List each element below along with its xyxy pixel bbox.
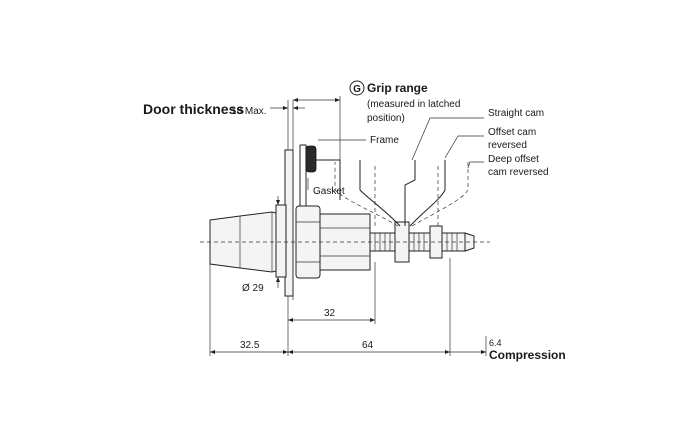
grip-note-line-2: position) [367,113,405,124]
grip-range-label: Grip range [367,81,428,95]
grip-badge: G [353,84,361,95]
grip-note-line-1: (measured in latched [367,99,460,110]
dim-door-thickness [270,106,305,110]
dim-bottom [210,336,487,356]
offset-cam-label-2: reversed [488,140,527,151]
grip-badge-icon [349,80,365,96]
dim-diameter [276,196,280,288]
frame-label: Frame [370,135,399,146]
diameter-label: Ø 29 [242,283,264,294]
door-thickness-label: Door thickness [143,101,244,117]
offset-cam-label-1: Offset cam [488,127,536,138]
gasket [305,145,317,173]
compression-label: Compression [489,348,566,362]
deep-offset-label-1: Deep offset [488,154,539,165]
door-max-label: 18 Max. [231,106,267,117]
dim-32-label: 32 [324,308,336,319]
dim-32-5-label: 32.5 [240,340,260,351]
spindle [200,221,490,263]
dim-32 [288,318,375,322]
cam-deep-offset [334,162,469,227]
straight-cam-label: Straight cam [488,108,544,119]
deep-offset-label-2: cam reversed [488,167,549,178]
leader-lines [307,117,484,190]
cam-straight [404,160,416,226]
extension-lines [209,258,451,356]
dim-64-label: 64 [362,340,374,351]
knob [209,204,287,278]
gasket-label: Gasket [313,186,345,197]
dim-6-4-label: 6.4 [489,338,502,348]
cam-offset [359,160,446,227]
dim-grip-range [293,96,341,160]
